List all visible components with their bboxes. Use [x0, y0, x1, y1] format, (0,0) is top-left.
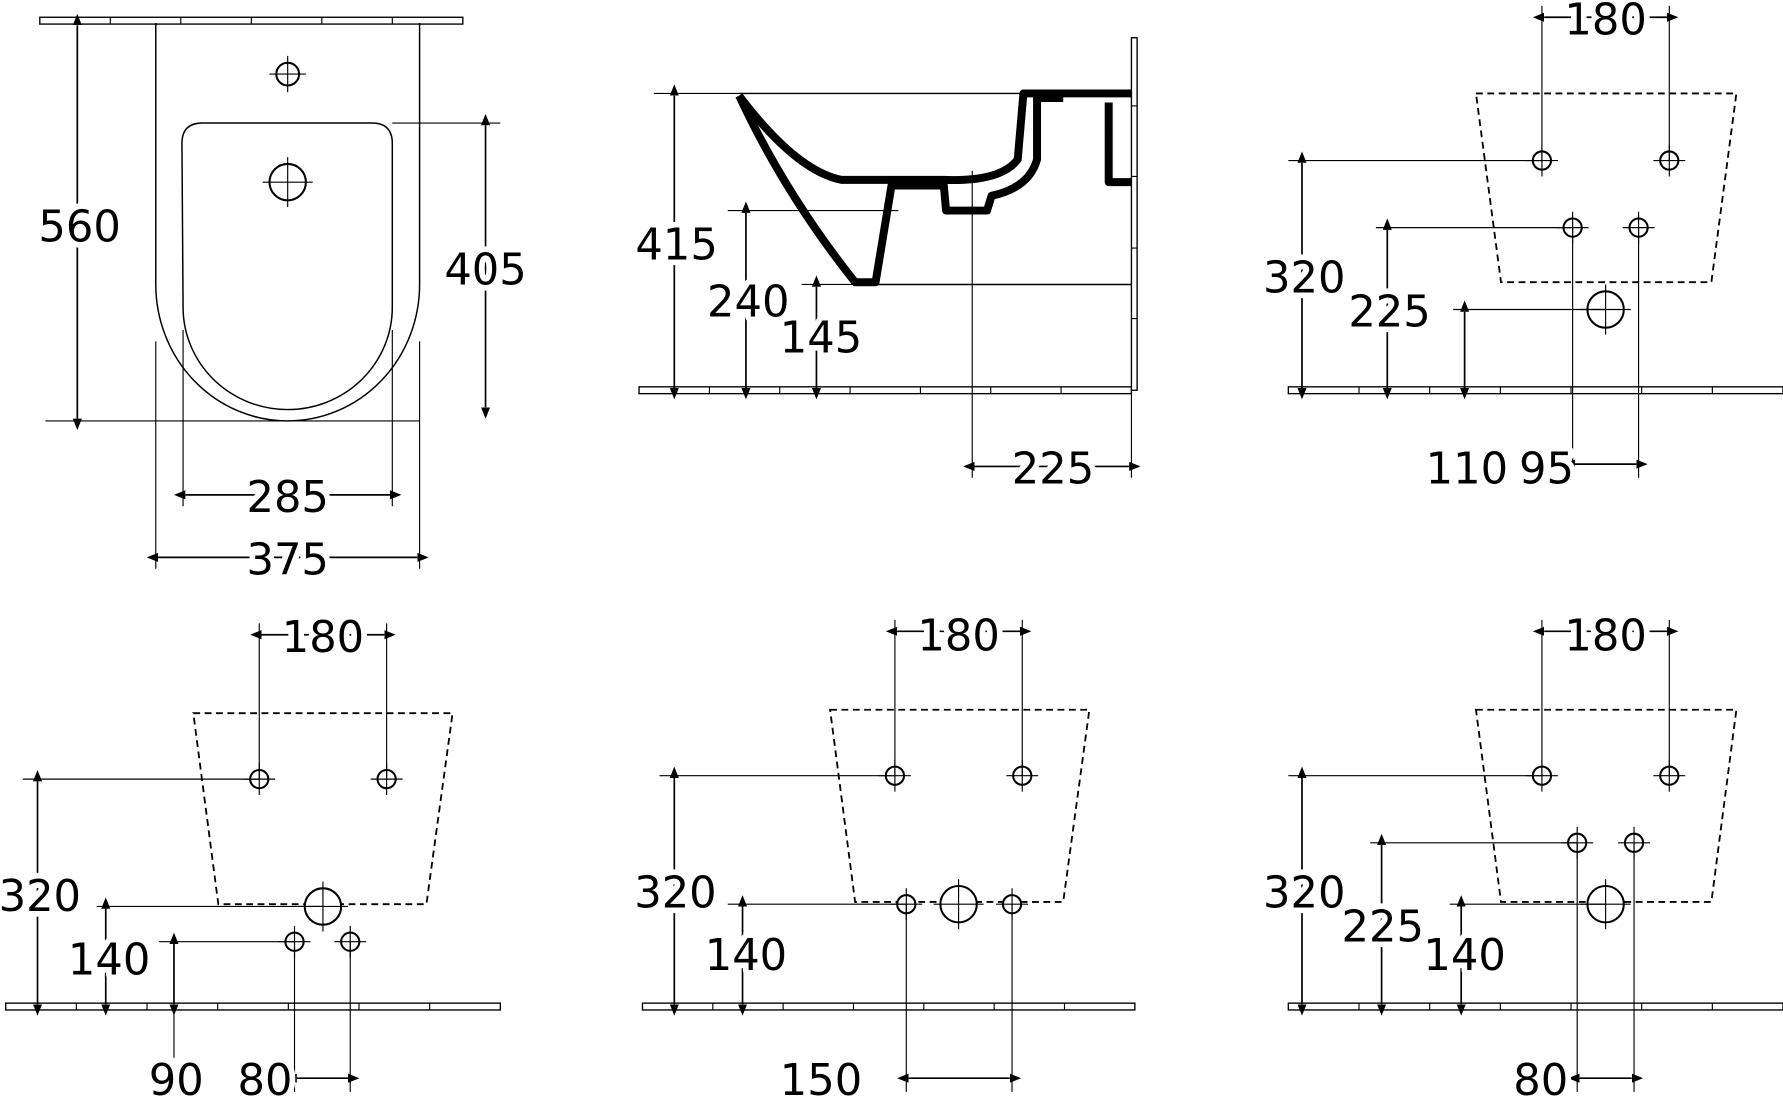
dim-225: 225 — [1342, 903, 1424, 953]
bowl-rim — [181, 122, 394, 411]
bidet-side-profile — [735, 89, 1132, 287]
wall-bar — [39, 16, 464, 25]
dim-rim-height-415: 415 — [635, 220, 717, 270]
side-view: 415 240 145 225 — [630, 37, 1141, 500]
floor-bar — [638, 386, 1133, 395]
dim-320: 320 — [0, 872, 81, 922]
dim-150: 150 — [780, 1056, 862, 1100]
floor-bar — [5, 1002, 502, 1011]
wall — [1130, 37, 1138, 391]
dim-projection-225: 225 — [1012, 444, 1094, 494]
dim-height-560: 560 — [38, 202, 120, 252]
dim-320: 320 — [1263, 869, 1345, 919]
dim-320: 320 — [634, 869, 716, 919]
tap-hole — [269, 55, 306, 93]
dim-180: 180 — [282, 613, 364, 663]
front-top-view: 560 405 285 375 — [33, 13, 532, 591]
dim-bowl-width-285: 285 — [246, 473, 328, 523]
dim-width-375: 375 — [246, 535, 328, 585]
drain-hole — [933, 879, 984, 930]
dim-140: 140 — [1423, 931, 1505, 981]
dim-140: 140 — [705, 931, 787, 981]
drain-hole — [262, 157, 313, 208]
floor-bar — [641, 1002, 1136, 1011]
connection-view-2: 180 320 140 90 80 — [0, 607, 502, 1100]
connection-view-4: 180 320 225 140 80 — [1257, 606, 1783, 1100]
dim-80: 80 — [237, 1056, 292, 1100]
dim-320: 320 — [1263, 253, 1345, 303]
dim-80: 80 — [1513, 1056, 1568, 1100]
dim-95: 95 — [1519, 444, 1574, 494]
dim-90: 90 — [149, 1056, 204, 1100]
connection-view-3: 180 320 140 150 — [629, 606, 1136, 1100]
floor-bar — [1287, 386, 1783, 395]
dim-180: 180 — [1564, 612, 1646, 662]
connection-view-1: 180 320 225 110 95 — [1257, 0, 1783, 500]
dim-110: 110 — [1426, 444, 1508, 494]
dim-180: 180 — [917, 612, 999, 662]
dim-bowl-length-405: 405 — [444, 245, 526, 295]
dim-145: 145 — [780, 314, 862, 364]
floor-bar — [1287, 1002, 1783, 1011]
dim-240: 240 — [707, 277, 789, 327]
dim-225: 225 — [1348, 288, 1430, 338]
dim-180: 180 — [1564, 0, 1646, 45]
dim-140: 140 — [68, 936, 150, 986]
